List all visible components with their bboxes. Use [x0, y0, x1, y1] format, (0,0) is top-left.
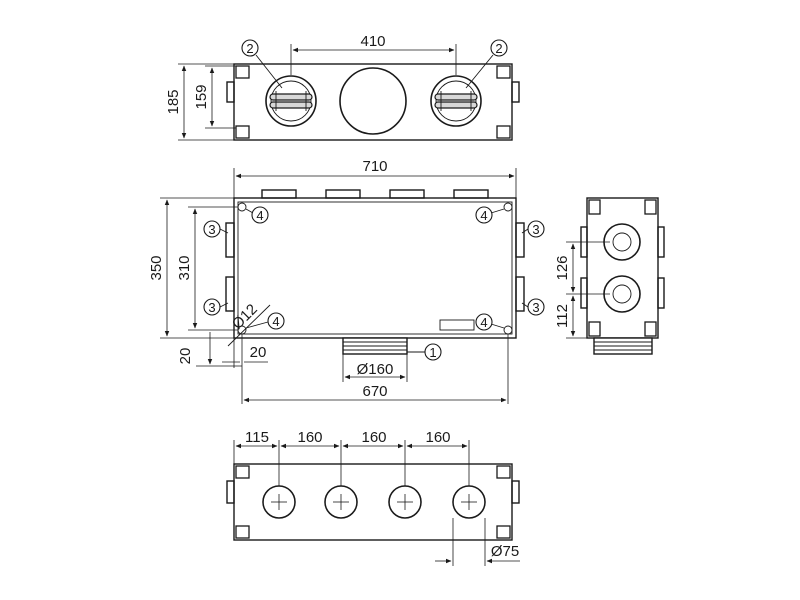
side-dim-lower: 112: [554, 304, 571, 328]
bottom-dim-spacing-3: 160: [425, 429, 450, 446]
top-dim-width: 410: [360, 33, 385, 50]
front-dim-height-inner: 310: [176, 255, 193, 280]
front-dim-width-bottom: 670: [362, 383, 387, 400]
front-dim-offset-vertical: 20: [177, 348, 194, 365]
top-left-diffuser: [265, 75, 317, 127]
front-dim-offset-horizontal: 20: [250, 344, 267, 361]
front-dim-outlet-diameter: Ø160: [357, 361, 394, 378]
front-dim-height-outer: 350: [148, 255, 165, 280]
front-callout-outlet: 1: [429, 345, 436, 360]
top-callout-right: 2: [495, 41, 502, 56]
bottom-dim-spacing-2: 160: [361, 429, 386, 446]
bottom-view: 115 160 160 160 Ø75: [226, 429, 520, 566]
side-dim-upper: 126: [554, 255, 571, 280]
top-dim-height-outer: 185: [165, 89, 182, 114]
front-callout-corner-3: 4: [272, 314, 279, 329]
front-callout-side-1: 3: [208, 222, 215, 237]
front-dim-width-top: 710: [362, 158, 387, 175]
bottom-port-3: [388, 485, 422, 519]
bottom-dim-spacing-1: 160: [297, 429, 322, 446]
bottom-dim-first: 115: [245, 429, 269, 446]
front-callout-corner-1: 4: [256, 208, 263, 223]
front-callout-side-4: 3: [532, 300, 539, 315]
front-callout-side-2: 3: [208, 300, 215, 315]
front-callout-corner-2: 4: [480, 208, 487, 223]
side-view: 126 112: [554, 197, 665, 355]
top-center-outlet: [339, 67, 407, 135]
bottom-port-2: [324, 485, 358, 519]
bottom-dim-port-diameter: Ø75: [491, 543, 519, 560]
top-right-diffuser: [430, 75, 482, 127]
front-callout-side-3: 3: [532, 222, 539, 237]
front-callout-corner-4: 4: [480, 315, 487, 330]
front-view: 710 350 310 20 20 Ø12 Ø160 670: [148, 158, 545, 404]
bottom-port-4: [452, 485, 486, 519]
bottom-port-1: [262, 485, 296, 519]
top-dim-height-inner: 159: [193, 84, 210, 109]
top-view: 410 185 159 2 2: [165, 33, 520, 141]
top-callout-left: 2: [246, 41, 253, 56]
